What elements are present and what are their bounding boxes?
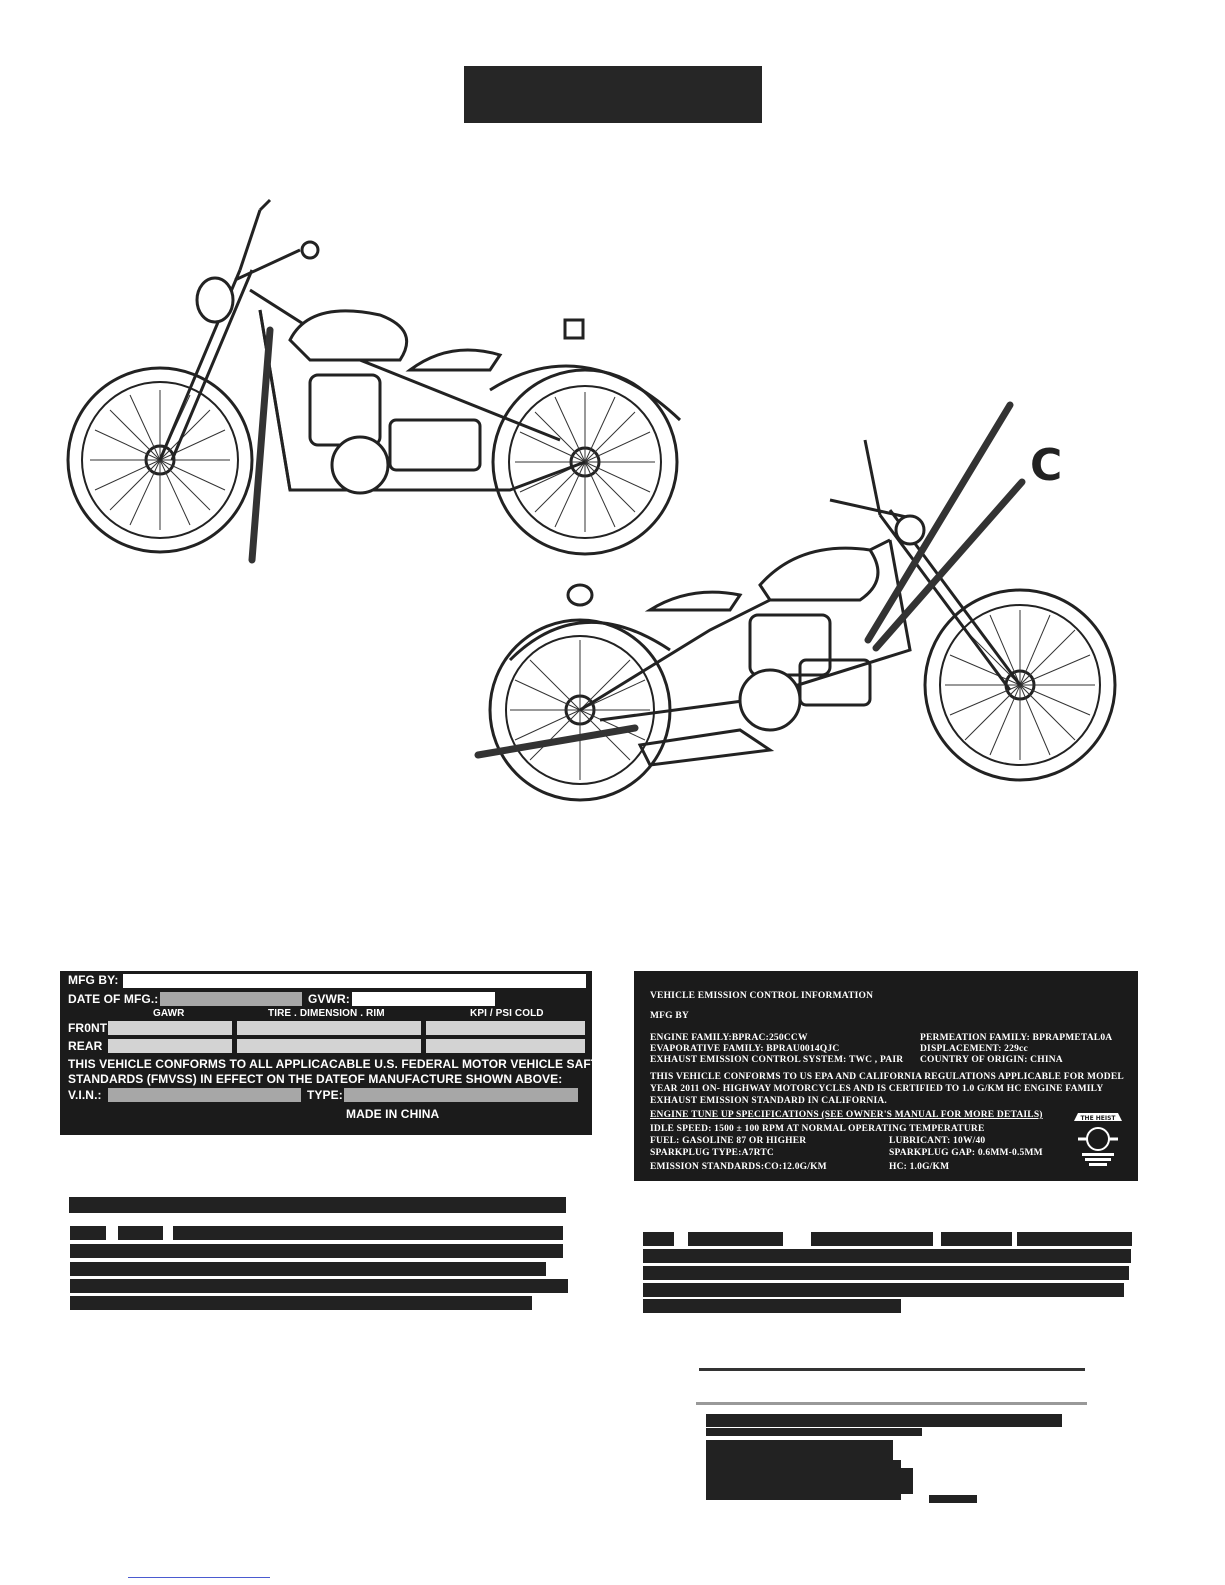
emission-control-label: VEHICLE EMISSION CONTROL INFORMATION MFG…: [634, 971, 1138, 1181]
idle-speed: IDLE SPEED: 1500 ± 100 RPM AT NORMAL OPE…: [650, 1124, 985, 1134]
front-label: FR0NT: [68, 1021, 108, 1035]
rear-tire-field: [237, 1039, 421, 1053]
page-title-redacted: [464, 66, 762, 123]
date-of-mfg-label: DATE OF MFG.:: [68, 992, 159, 1006]
tire-dimension-header: TIRE . DIMENSION . RIM: [268, 1008, 385, 1019]
displacement: DISPLACEMENT: 229cc: [920, 1044, 1028, 1054]
permeation-family: PERMEATION FAMILY: BPRAPMETAL0A: [920, 1033, 1113, 1043]
hc-standard: HC: 1.0G/KM: [889, 1162, 950, 1172]
redacted-text-left-1b: [118, 1226, 163, 1240]
footer-link-underline: [128, 1577, 270, 1578]
sparkplug-type: SPARKPLUG TYPE:A7RTC: [650, 1148, 774, 1158]
motorcycle-angled-view-illustration: [474, 401, 1117, 802]
tune-up-specifications: ENGINE TUNE UP SPECIFICATIONS (SEE OWNER…: [650, 1110, 1043, 1120]
rear-kpi-field: [426, 1039, 585, 1053]
mfg-by-label: MFG BY:: [68, 973, 119, 987]
divider-dark: [699, 1368, 1085, 1371]
certification-label: MFG BY: DATE OF MFG.: GVWR: GAWR TIRE . …: [60, 971, 614, 1135]
vin-label: V.I.N.:: [68, 1088, 102, 1102]
conformity-statement-line2: STANDARDS (FMVSS) IN EFFECT ON THE DATEO…: [68, 1072, 563, 1086]
exhaust-control-system: EXHAUST EMISSION CONTROL SYSTEM: TWC , P…: [650, 1055, 904, 1065]
emission-mfg-by: MFG BY: [650, 1011, 689, 1021]
redacted-block-6: [929, 1495, 977, 1503]
redacted-heading-left: [69, 1197, 566, 1213]
emission-label-title: VEHICLE EMISSION CONTROL INFORMATION: [650, 991, 874, 1001]
redacted-text-right-1e: [1017, 1232, 1132, 1246]
redacted-block-1: [706, 1414, 1062, 1427]
lubricant-spec: LUBRICANT: 10W/40: [889, 1136, 986, 1146]
engine-family: ENGINE FAMILY:BPRAC:250CCW: [650, 1033, 808, 1043]
redacted-text-left-5: [70, 1296, 532, 1310]
epa-conformity-line3: EXHAUST EMISSION STANDARD IN CALIFORNIA.: [650, 1096, 888, 1106]
gvwr-label: GVWR:: [308, 992, 350, 1006]
emission-standards: EMISSION STANDARDS:CO:12.0G/KM: [650, 1162, 827, 1172]
redacted-block-2: [706, 1428, 922, 1436]
callout-letter-c: C: [1030, 440, 1063, 491]
rear-gawr-field: [108, 1039, 232, 1053]
redacted-text-right-1b: [688, 1232, 783, 1246]
front-kpi-field: [426, 1021, 585, 1035]
redacted-text-left-4: [70, 1279, 568, 1293]
redacted-block-4: [893, 1460, 901, 1500]
redacted-block-3: [706, 1440, 893, 1500]
mfg-by-field: [123, 974, 586, 988]
redacted-text-right-1a: [643, 1232, 674, 1246]
sparkplug-gap: SPARKPLUG GAP: 0.6MM-0.5MM: [889, 1148, 1043, 1158]
vin-field: [108, 1088, 301, 1102]
front-gawr-field: [108, 1021, 232, 1035]
conformity-statement-line1: THIS VEHICLE CONFORMS TO ALL APPLICACABL…: [68, 1057, 615, 1071]
made-in-china: MADE IN CHINA: [346, 1107, 440, 1121]
country-of-origin: COUNTRY OF ORIGIN: CHINA: [920, 1055, 1063, 1065]
heist-logo-icon: THE HEIST: [1074, 1113, 1122, 1166]
rear-label: REAR: [68, 1039, 103, 1053]
type-label: TYPE:: [307, 1088, 343, 1102]
redacted-text-right-3: [643, 1266, 1129, 1280]
epa-conformity-line1: THIS VEHICLE CONFORMS TO US EPA AND CALI…: [650, 1072, 1124, 1082]
divider-grey: [696, 1402, 1087, 1405]
date-of-mfg-field: [160, 992, 302, 1006]
gvwr-field: [352, 992, 495, 1006]
redacted-text-left-1a: [70, 1226, 106, 1240]
type-field: [344, 1088, 578, 1102]
redacted-text-right-5: [643, 1299, 901, 1313]
redacted-text-right-1d: [941, 1232, 1012, 1246]
fuel-spec: FUEL: GASOLINE 87 OR HIGHER: [650, 1136, 807, 1146]
evaporative-family: EVAPORATIVE FAMILY: BPRAU0014QJC: [650, 1044, 840, 1054]
redacted-text-right-1c: [811, 1232, 933, 1246]
redacted-text-right-4: [643, 1283, 1124, 1297]
gawr-header: GAWR: [153, 1008, 185, 1019]
front-tire-field: [237, 1021, 421, 1035]
heist-logo-text: THE HEIST: [1080, 1115, 1116, 1122]
redacted-text-left-1c: [173, 1226, 563, 1240]
epa-conformity-line2: YEAR 2011 ON- HIGHWAY MOTORCYCLES AND IS…: [650, 1084, 1104, 1094]
redacted-text-left-2: [70, 1244, 563, 1258]
redacted-text-right-2: [643, 1249, 1131, 1263]
kpi-psi-header: KPI / PSI COLD: [470, 1008, 544, 1019]
redacted-block-5: [901, 1468, 913, 1494]
motorcycle-side-view-illustration: [66, 198, 682, 564]
redacted-text-left-3: [70, 1262, 546, 1276]
